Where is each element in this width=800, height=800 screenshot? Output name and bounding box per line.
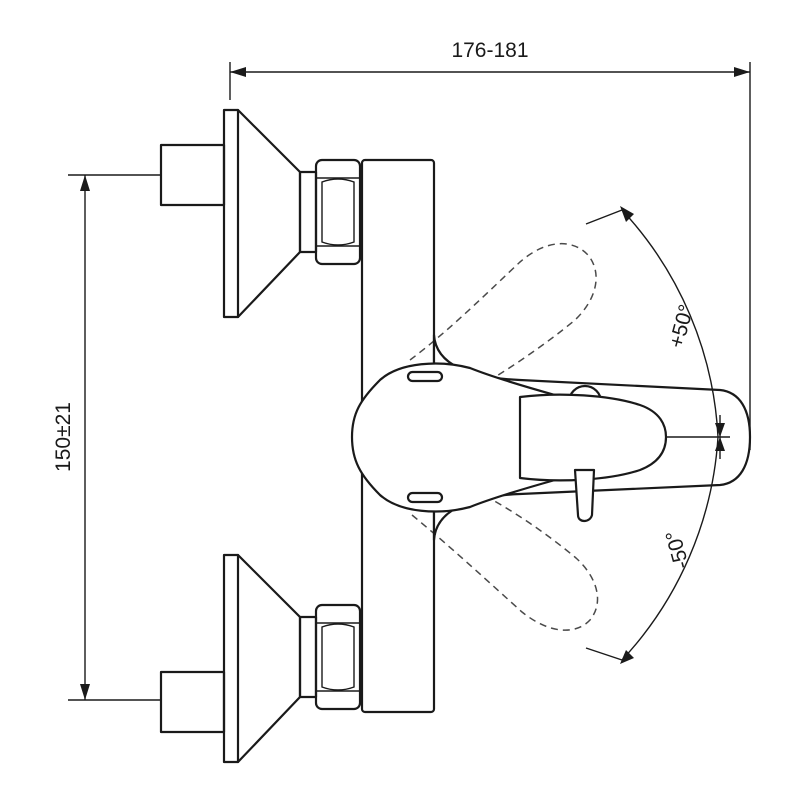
bottom-hex-nut (314, 603, 362, 711)
cap-slot-top (406, 370, 444, 383)
top-escutcheon-base (222, 108, 240, 319)
top-inlet (159, 108, 362, 319)
height-label: 150±21 (52, 402, 75, 472)
height-arrow-bottom (80, 684, 90, 700)
bottom-inlet-pipe (159, 670, 226, 734)
bottom-escutcheon-cone (236, 553, 302, 764)
top-hex-nut-face (321, 178, 355, 246)
cartridge-cap (350, 362, 557, 513)
height-arrow-top (80, 175, 90, 191)
height-dimension: 150±21 (52, 174, 160, 701)
lever-head (518, 393, 668, 482)
top-nut-collar (298, 170, 318, 254)
lever-ghost-minus-50 (411, 487, 599, 631)
cap-slot-bottom (406, 491, 444, 504)
angle-dimension: +50° -50° (585, 206, 730, 664)
angle-minus-label: -50° (662, 528, 694, 571)
top-inlet-pipe (159, 143, 226, 207)
angle-plus-label: +50° (665, 302, 699, 350)
lever-range-ghosts (409, 243, 599, 631)
top-hex-nut (314, 158, 362, 266)
lever-ghost-plus-50 (409, 243, 597, 393)
angle-extension-top (585, 209, 623, 225)
angle-arrow-top (620, 206, 634, 222)
angle-arrow-bottom (620, 650, 634, 664)
bottom-escutcheon-base (222, 553, 240, 764)
diverter-stem (573, 468, 596, 523)
bottom-nut-collar (298, 615, 318, 699)
width-dimension: 176-181 (229, 39, 751, 450)
bottom-hex-nut-face (321, 623, 355, 691)
width-label: 176-181 (451, 39, 528, 62)
bottom-inlet (159, 553, 362, 764)
width-arrow-left (230, 67, 246, 77)
angle-extension-bottom (585, 647, 623, 661)
lever-handle (350, 333, 752, 542)
width-arrow-right (734, 67, 750, 77)
top-escutcheon-cone (236, 108, 302, 319)
